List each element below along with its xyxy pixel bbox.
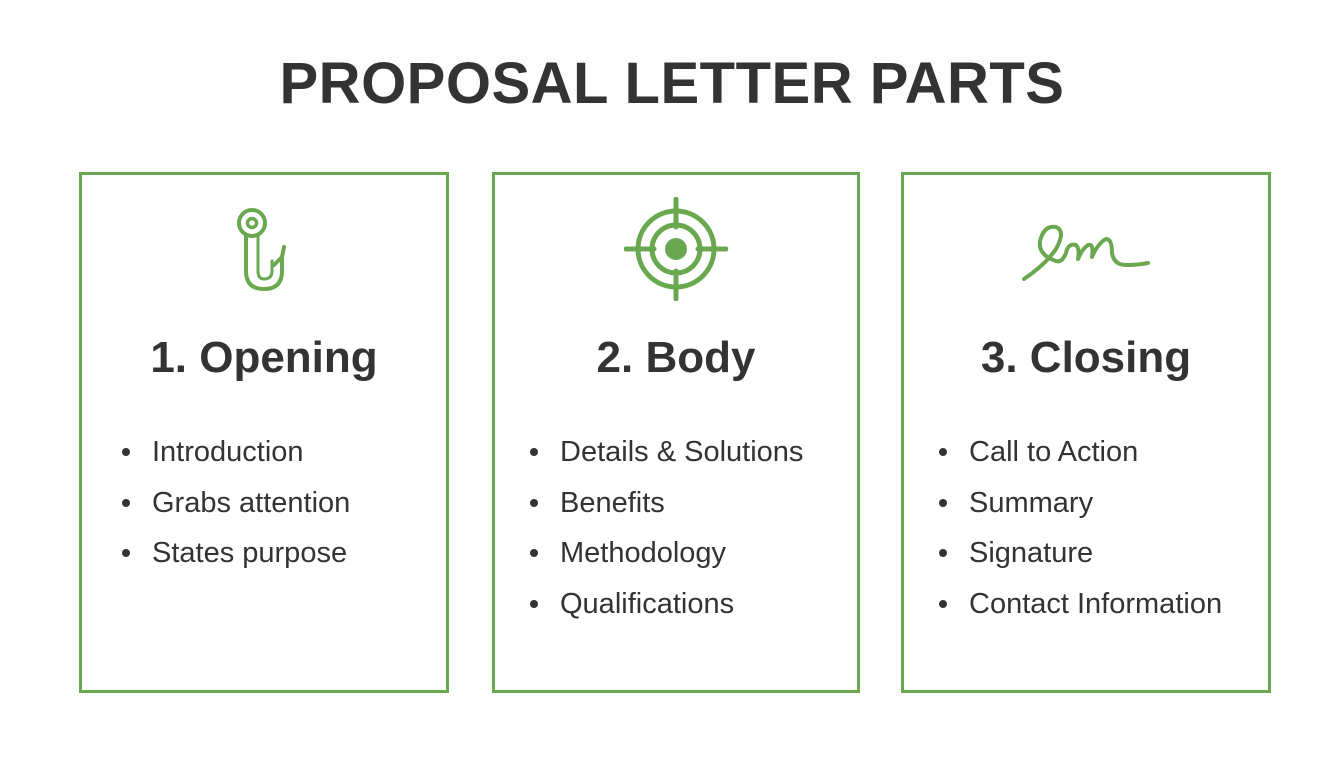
card-heading: 2. Body: [596, 333, 756, 382]
list-item: Call to Action: [939, 427, 1222, 478]
card-heading: 3. Closing: [980, 333, 1192, 382]
list-item: Summary: [939, 478, 1222, 529]
bullet-icon: [530, 599, 538, 608]
bullet-icon: [530, 498, 538, 507]
list-item: States purpose: [122, 528, 350, 579]
bullet-icon: [122, 448, 130, 456]
bullet-icon: [530, 549, 538, 557]
card-opening: 1. Opening Introduction Grabs attention …: [79, 172, 449, 693]
list-item: Signature: [939, 528, 1222, 579]
list-item: Qualifications: [530, 579, 803, 630]
list-item: Details & Solutions: [530, 427, 803, 478]
bullet-icon: [939, 599, 947, 608]
list-item: Grabs attention: [122, 478, 350, 529]
bullet-icon: [122, 498, 130, 507]
bullet-icon: [122, 549, 130, 557]
target-crosshair-icon: [495, 197, 857, 301]
card-bullet-list: Details & Solutions Benefits Methodology…: [530, 427, 803, 629]
bullet-icon: [939, 448, 947, 456]
card-bullet-list: Call to Action Summary Signature Contact…: [939, 427, 1222, 629]
card-closing: 3. Closing Call to Action Summary Signat…: [901, 172, 1271, 693]
signature-icon: [904, 199, 1268, 299]
card-body: 2. Body Details & Solutions Benefits Met…: [492, 172, 860, 693]
bullet-icon: [530, 448, 538, 456]
page-title: PROPOSAL LETTER PARTS: [279, 51, 1065, 116]
fishing-hook-icon: [82, 199, 446, 299]
list-item: Methodology: [530, 528, 803, 579]
list-item: Benefits: [530, 478, 803, 529]
card-heading: 1. Opening: [150, 333, 378, 382]
card-bullet-list: Introduction Grabs attention States purp…: [122, 427, 350, 579]
bullet-icon: [939, 549, 947, 557]
bullet-icon: [939, 498, 947, 507]
list-item: Contact Information: [939, 579, 1222, 630]
list-item: Introduction: [122, 427, 350, 478]
